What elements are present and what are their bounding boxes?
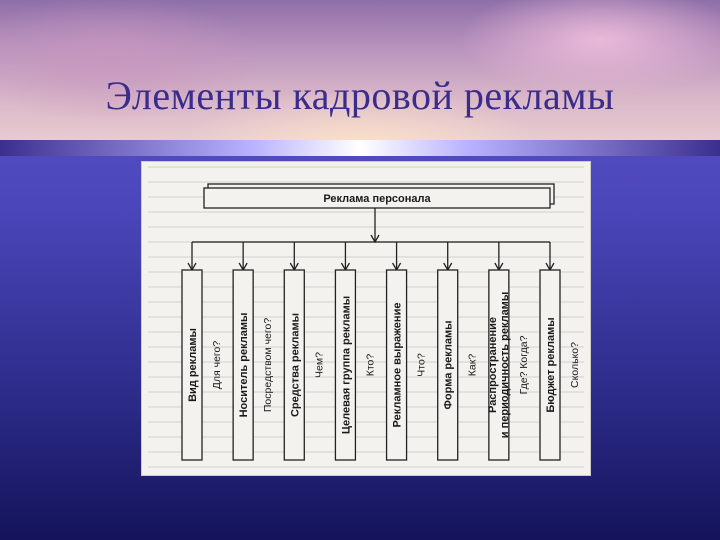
element-node: Рекламное выражение Что? bbox=[385, 269, 428, 461]
element-box bbox=[283, 269, 305, 461]
slide-title: Элементы кадровой рекламы bbox=[105, 73, 615, 118]
element-node: Целевая группа рекламы Кто? bbox=[334, 269, 376, 461]
accent-bar bbox=[0, 140, 720, 156]
element-node: Форма рекламы Как? bbox=[437, 269, 479, 461]
element-box bbox=[437, 269, 459, 461]
element-label: Вид рекламы bbox=[187, 328, 199, 402]
element-label: Носитель рекламы bbox=[238, 313, 250, 418]
connectors bbox=[187, 208, 555, 272]
element-question: Кто? bbox=[364, 354, 376, 377]
element-question: Посредством чего? bbox=[262, 318, 274, 412]
element-box bbox=[334, 269, 357, 461]
root-node: Реклама персонала bbox=[203, 183, 555, 209]
element-box bbox=[539, 269, 561, 461]
element-label: Средства рекламы bbox=[289, 313, 301, 417]
element-question: Для чего? bbox=[211, 341, 223, 390]
background-text-texture bbox=[148, 166, 584, 471]
element-box bbox=[181, 269, 203, 461]
element-node: Распространениеи периодичность рекламы Гд… bbox=[487, 269, 530, 461]
element-node: Бюджет рекламы Сколько? bbox=[539, 269, 581, 461]
element-node: Средства рекламы Чем? bbox=[283, 269, 325, 461]
element-question: Что? bbox=[416, 353, 428, 377]
element-question: Чем? bbox=[313, 352, 325, 378]
element-question: Где? Когда? bbox=[518, 335, 530, 394]
element-question: Сколько? bbox=[569, 342, 581, 388]
diagram-svg: Реклама персонала Вид рекламы Для чего? Но… bbox=[181, 183, 581, 461]
element-label: Форма рекламы bbox=[443, 321, 455, 410]
element-box bbox=[232, 269, 254, 461]
element-box bbox=[488, 269, 510, 461]
element-node: Вид рекламы Для чего? bbox=[181, 269, 223, 461]
element-label: Целевая группа рекламы bbox=[340, 296, 352, 434]
header-band bbox=[0, 0, 720, 140]
element-label: Бюджет рекламы bbox=[545, 317, 557, 412]
diagram-image: Реклама персонала Вид рекламы Для чего? Но… bbox=[141, 161, 591, 476]
root-label: Реклама персонала bbox=[323, 193, 431, 205]
element-question: Как? bbox=[467, 354, 479, 377]
element-node: Носитель рекламы Посредством чего? bbox=[232, 269, 274, 461]
element-box bbox=[385, 269, 408, 461]
element-nodes: Вид рекламы Для чего? Носитель рекламы Поср… bbox=[181, 269, 581, 461]
element-label: Распространениеи периодичность рекламы bbox=[487, 292, 511, 438]
element-label: Рекламное выражение bbox=[392, 303, 404, 428]
